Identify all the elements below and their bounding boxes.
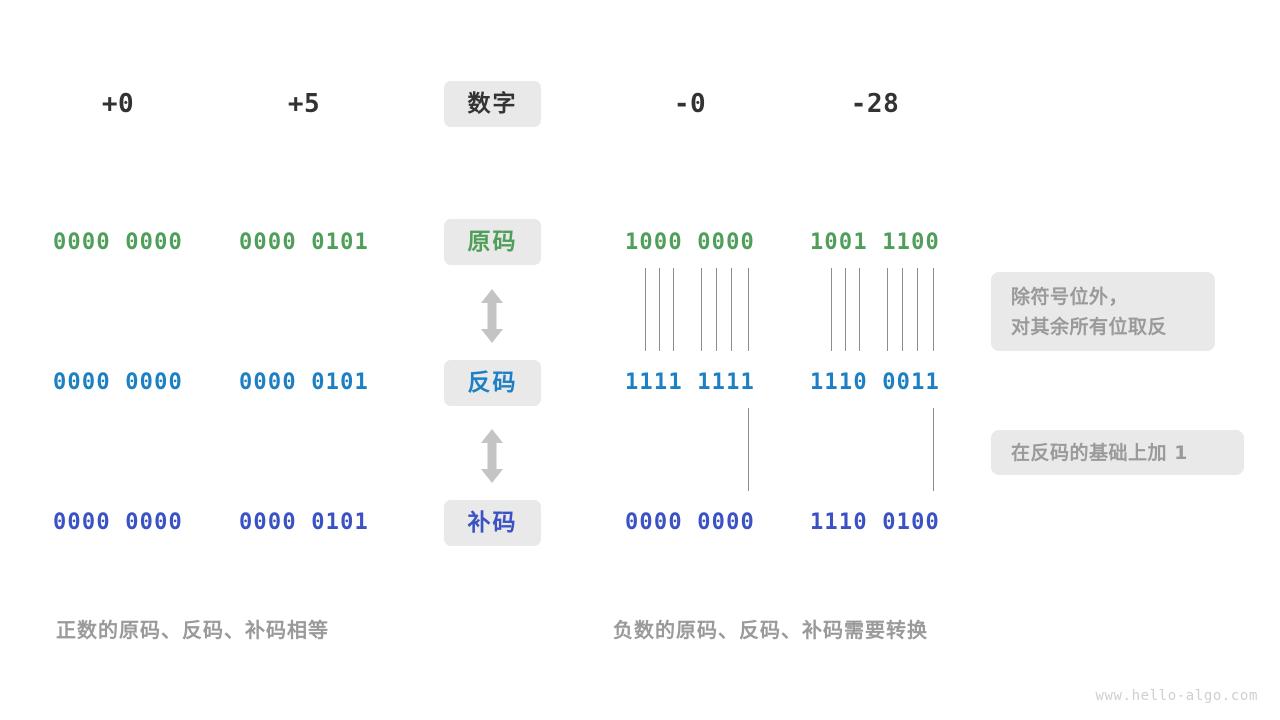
caption-positive-numbers: 正数的原码、反码、补码相等 — [56, 618, 329, 642]
header-value-minus-zero: -0 — [673, 89, 707, 119]
bitmap-connector-line — [902, 268, 903, 351]
note-invert-bits-line-1: 除符号位外， — [1011, 285, 1129, 308]
bitmap-connector-line — [933, 408, 934, 491]
row-sign-magnitude-value-minus-twentyeight: 1001 1100 — [809, 230, 940, 255]
row-badge-sign-magnitude: 原码 — [444, 219, 541, 265]
bitmap-connector-line — [645, 268, 646, 351]
bitmap-connector-line — [659, 268, 660, 351]
double-arrow-vertical-icon — [478, 289, 506, 343]
bitmap-connector-line — [731, 268, 732, 351]
note-invert-bits: 除符号位外， 对其余所有位取反 — [991, 272, 1215, 351]
bitmap-connector-line — [748, 408, 749, 491]
bitmap-connector-line — [701, 268, 702, 351]
row-ones-complement-value-minus-zero: 1111 1111 — [624, 370, 755, 395]
row-badge-number: 数字 — [444, 81, 541, 127]
row-badge-ones-complement: 反码 — [444, 360, 541, 406]
bitmap-connector-line — [933, 268, 934, 351]
row-twos-complement-value-plus-five: 0000 0101 — [238, 510, 369, 535]
header-value-plus-zero: +0 — [101, 89, 135, 119]
header-value-minus-twentyeight: -28 — [850, 89, 900, 119]
row-ones-complement-value-minus-twentyeight: 1110 0011 — [809, 370, 940, 395]
bitmap-connector-line — [917, 268, 918, 351]
bitmap-connector-line — [748, 268, 749, 351]
note-add-one-line-1: 在反码的基础上加 1 — [1011, 441, 1188, 464]
caption-negative-numbers: 负数的原码、反码、补码需要转换 — [613, 618, 928, 642]
row-twos-complement-value-minus-zero: 0000 0000 — [624, 510, 755, 535]
note-add-one: 在反码的基础上加 1 — [991, 430, 1244, 475]
bitmap-connector-line — [887, 268, 888, 351]
row-sign-magnitude-value-minus-zero: 1000 0000 — [624, 230, 755, 255]
row-sign-magnitude-value-plus-five: 0000 0101 — [238, 230, 369, 255]
bitmap-connector-line — [845, 268, 846, 351]
row-sign-magnitude-value-plus-zero: 0000 0000 — [52, 230, 183, 255]
bitmap-connector-line — [859, 268, 860, 351]
note-invert-bits-line-2: 对其余所有位取反 — [1011, 315, 1168, 338]
header-value-plus-five: +5 — [287, 89, 321, 119]
row-ones-complement-value-plus-five: 0000 0101 — [238, 370, 369, 395]
row-ones-complement-value-plus-zero: 0000 0000 — [52, 370, 183, 395]
row-twos-complement-value-minus-twentyeight: 1110 0100 — [809, 510, 940, 535]
row-badge-twos-complement: 补码 — [444, 500, 541, 546]
site-watermark: www.hello-algo.com — [1095, 688, 1258, 704]
bitmap-connector-line — [831, 268, 832, 351]
bitmap-connector-line — [673, 268, 674, 351]
double-arrow-vertical-icon — [478, 429, 506, 483]
row-twos-complement-value-plus-zero: 0000 0000 — [52, 510, 183, 535]
bitmap-connector-line — [716, 268, 717, 351]
